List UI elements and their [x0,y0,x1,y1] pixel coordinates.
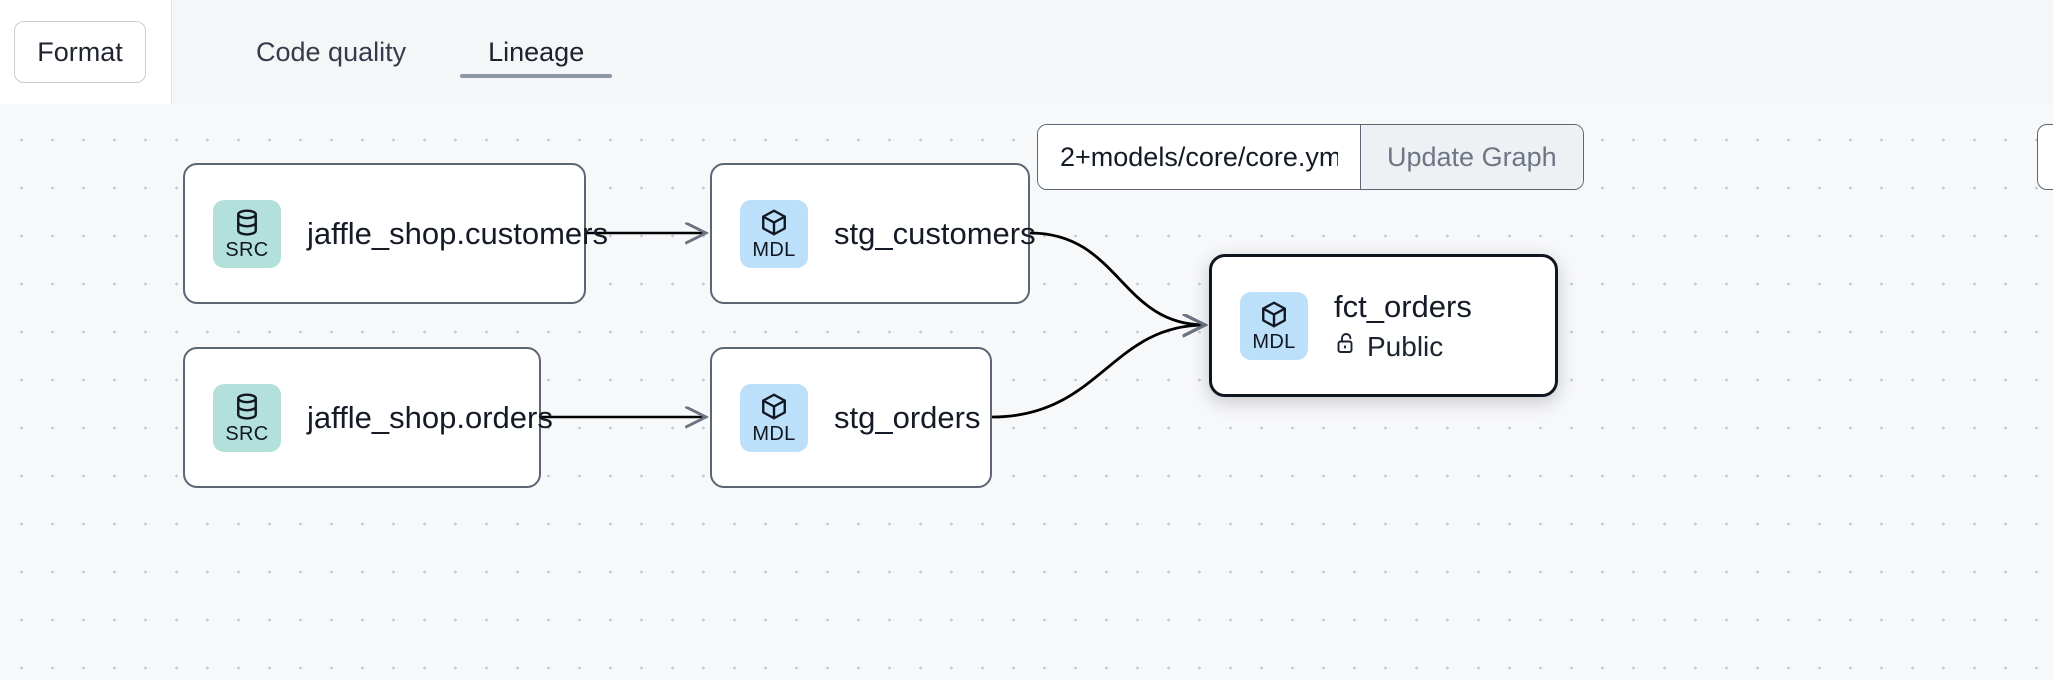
node-title: jaffle_shop.customers [307,215,608,251]
node-body: stg_customers [834,215,1036,253]
lineage-canvas[interactable]: SRC jaffle_shop.customers MDL stg_custo [0,104,2053,680]
badge-src: SRC [213,199,281,268]
node-body: jaffle_shop.orders [307,399,553,437]
tab-code-quality[interactable]: Code quality [228,0,434,104]
tab-bar: Code quality Lineage [172,0,638,104]
graph-side-control-partial[interactable] [2037,124,2053,190]
cube-icon [759,207,789,238]
lineage-node-fct-orders[interactable]: MDL fct_orders Public [1209,254,1558,397]
node-body: jaffle_shop.customers [307,215,608,253]
badge-mdl: MDL [740,383,808,452]
edge-stg-customers-to-fct-orders [1029,231,1205,325]
node-title: jaffle_shop.orders [307,399,553,435]
node-title: stg_orders [834,399,981,435]
node-visibility-label: Public [1367,330,1444,362]
tab-code-quality-label: Code quality [256,36,407,67]
editor-toolbar: Format Code quality Lineage [0,0,2053,104]
graph-selector-input[interactable] [1038,125,1360,189]
graph-controls: Update Graph [1037,124,1584,190]
toolbar-left-section: Format [0,0,172,104]
lineage-node-stg-customers[interactable]: MDL stg_customers [710,163,1036,304]
format-button[interactable]: Format [14,21,146,83]
badge-mdl-label: MDL [752,239,796,261]
tab-lineage[interactable]: Lineage [460,0,613,104]
node-body: fct_orders Public [1334,288,1472,363]
cube-icon [1259,299,1289,330]
lineage-node-jaffle-shop-orders[interactable]: SRC jaffle_shop.orders [183,347,553,488]
badge-src-label: SRC [225,239,269,261]
update-graph-button[interactable]: Update Graph [1360,125,1583,189]
node-title: fct_orders [1334,289,1472,324]
lineage-node-stg-orders[interactable]: MDL stg_orders [710,347,992,488]
badge-mdl-label: MDL [1252,331,1296,353]
badge-src: SRC [213,383,281,452]
edge-stg-orders-to-fct-orders [991,325,1205,419]
badge-mdl: MDL [1240,291,1308,360]
tab-lineage-label: Lineage [488,36,585,67]
badge-mdl-label: MDL [752,423,796,445]
lineage-node-jaffle-shop-customers[interactable]: SRC jaffle_shop.customers [183,163,608,304]
badge-src-label: SRC [225,423,269,445]
unlock-icon [1334,330,1358,363]
cube-icon [759,391,789,422]
database-icon [232,391,262,422]
node-visibility: Public [1334,330,1472,363]
node-body: stg_orders [834,399,980,437]
badge-mdl: MDL [740,199,808,268]
database-icon [232,207,262,238]
node-title: stg_customers [834,215,1036,251]
